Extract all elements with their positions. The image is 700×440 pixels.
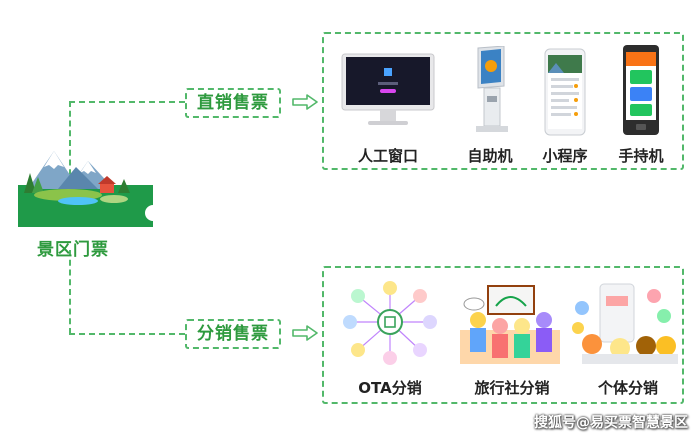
travel-agency-icon: [460, 282, 560, 364]
branch-line-distribution: [69, 333, 185, 335]
distribution-channels-box: [322, 266, 684, 404]
channel-label-window: 人工窗口: [357, 147, 418, 165]
watermark: 搜狐号@易买票智慧景区: [534, 415, 688, 431]
direct-sales-tag: 直销售票: [185, 88, 281, 118]
scenic-ticket-icon: [18, 143, 153, 233]
arrow-right-icon: [292, 325, 318, 345]
direct-channels-box: [322, 32, 684, 170]
individuals-icon: [570, 282, 678, 364]
distribution-sales-tag: 分销售票: [185, 319, 281, 349]
trunk-line: [69, 101, 71, 185]
channel-label-ota: OTA分销: [358, 379, 422, 397]
kiosk-icon: [470, 45, 510, 134]
channel-label-travel-agency: 旅行社分销: [474, 379, 550, 397]
trunk-line-lower: [69, 250, 71, 334]
channel-label-handheld: 手持机: [618, 147, 664, 165]
root-label: 景区门票: [37, 240, 109, 260]
handheld-terminal-icon: [622, 44, 660, 136]
arrow-right-icon: [292, 94, 318, 114]
ota-network-icon: [340, 280, 440, 366]
branch-line-direct: [69, 101, 185, 103]
channel-label-individual: 个体分销: [597, 379, 658, 397]
desktop-monitor-icon: [340, 52, 436, 128]
smartphone-icon: [544, 48, 586, 136]
channel-label-kiosk: 自助机: [467, 147, 513, 165]
channel-label-miniprogram: 小程序: [542, 147, 588, 165]
